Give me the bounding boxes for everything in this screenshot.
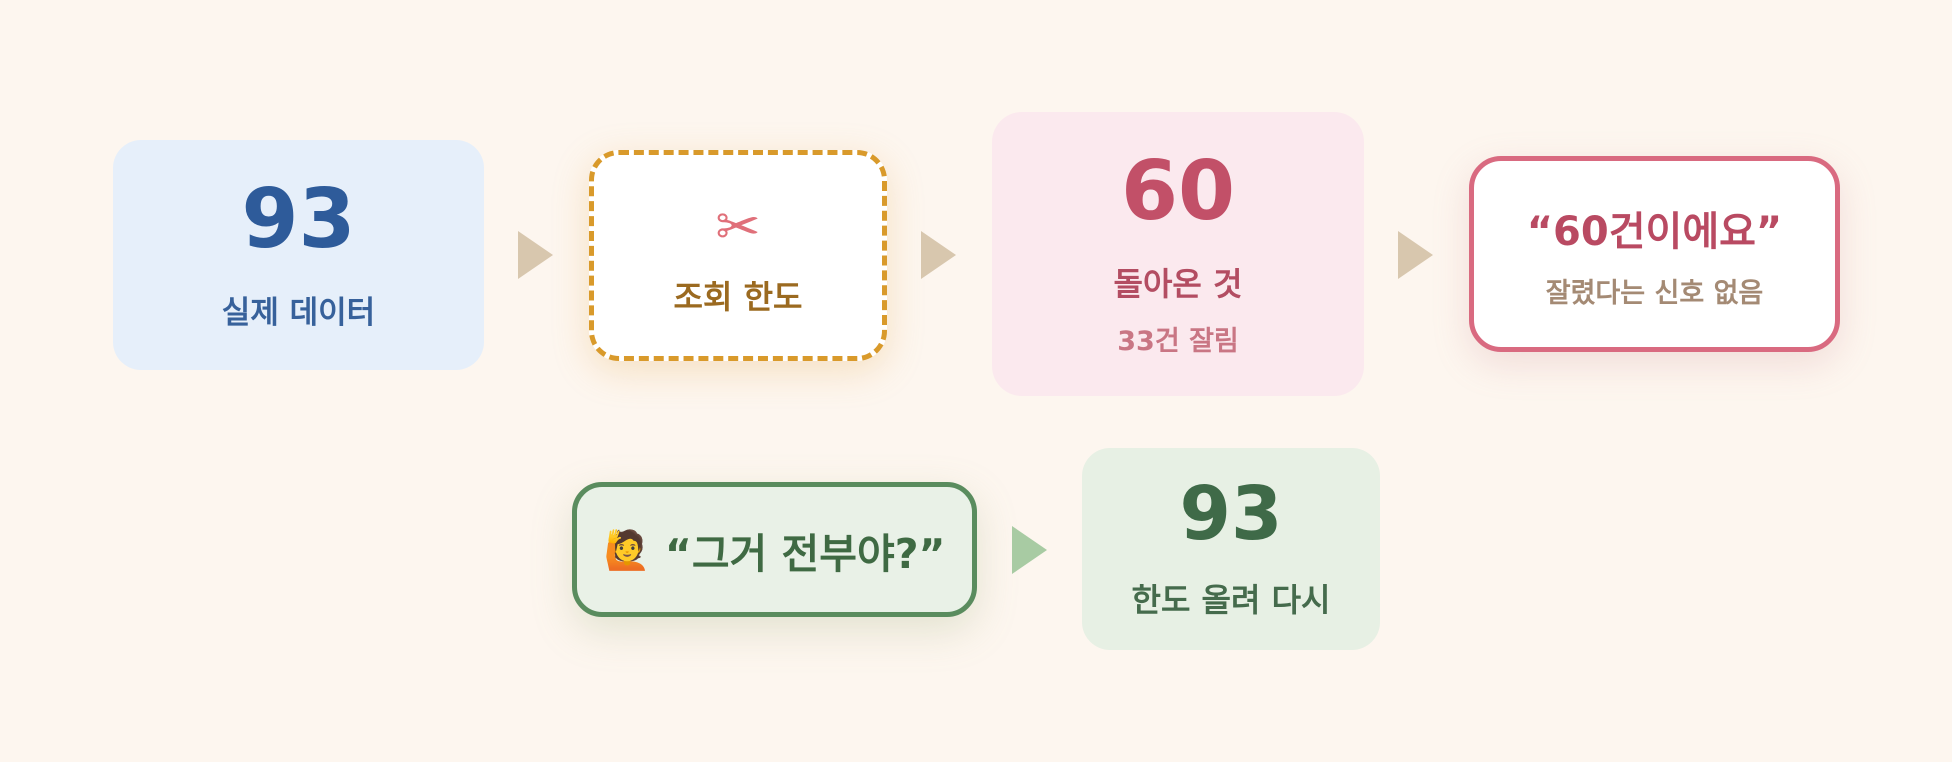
query-limit-label: 조회 한도	[673, 277, 803, 316]
retry-count: 93	[1179, 471, 1283, 557]
returned-count: 60	[1120, 143, 1236, 239]
actual-data-count: 93	[241, 171, 356, 267]
truncated-note: 33건 잘림	[1117, 325, 1239, 357]
arrow-right-icon	[1398, 231, 1433, 279]
retry-label: 한도 올려 다시	[1131, 581, 1331, 619]
reply-box: “60건이에요” 잘렸다는 신호 없음	[1469, 156, 1840, 352]
reply-note: 잘렸다는 신호 없음	[1545, 277, 1764, 309]
reply-quote: “60건이에요”	[1526, 208, 1783, 255]
retry-box: 93 한도 올려 다시	[1082, 448, 1380, 650]
returned-label: 돌아온 것	[1113, 264, 1243, 303]
question-box: 🙋 “그거 전부야?”	[572, 482, 977, 617]
actual-data-label: 실제 데이터	[221, 294, 376, 331]
actual-data-box: 93 실제 데이터	[113, 140, 484, 370]
returned-box: 60 돌아온 것 33건 잘림	[992, 112, 1364, 396]
question-quote: “그거 전부야?”	[664, 529, 946, 578]
person-raising-hand-icon: 🙋	[603, 527, 651, 572]
scissors-icon: ✂	[715, 194, 761, 258]
arrow-right-icon	[518, 231, 553, 279]
arrow-right-icon	[1012, 526, 1047, 574]
arrow-right-icon	[921, 231, 956, 279]
query-limit-box: ✂ 조회 한도	[589, 150, 887, 361]
